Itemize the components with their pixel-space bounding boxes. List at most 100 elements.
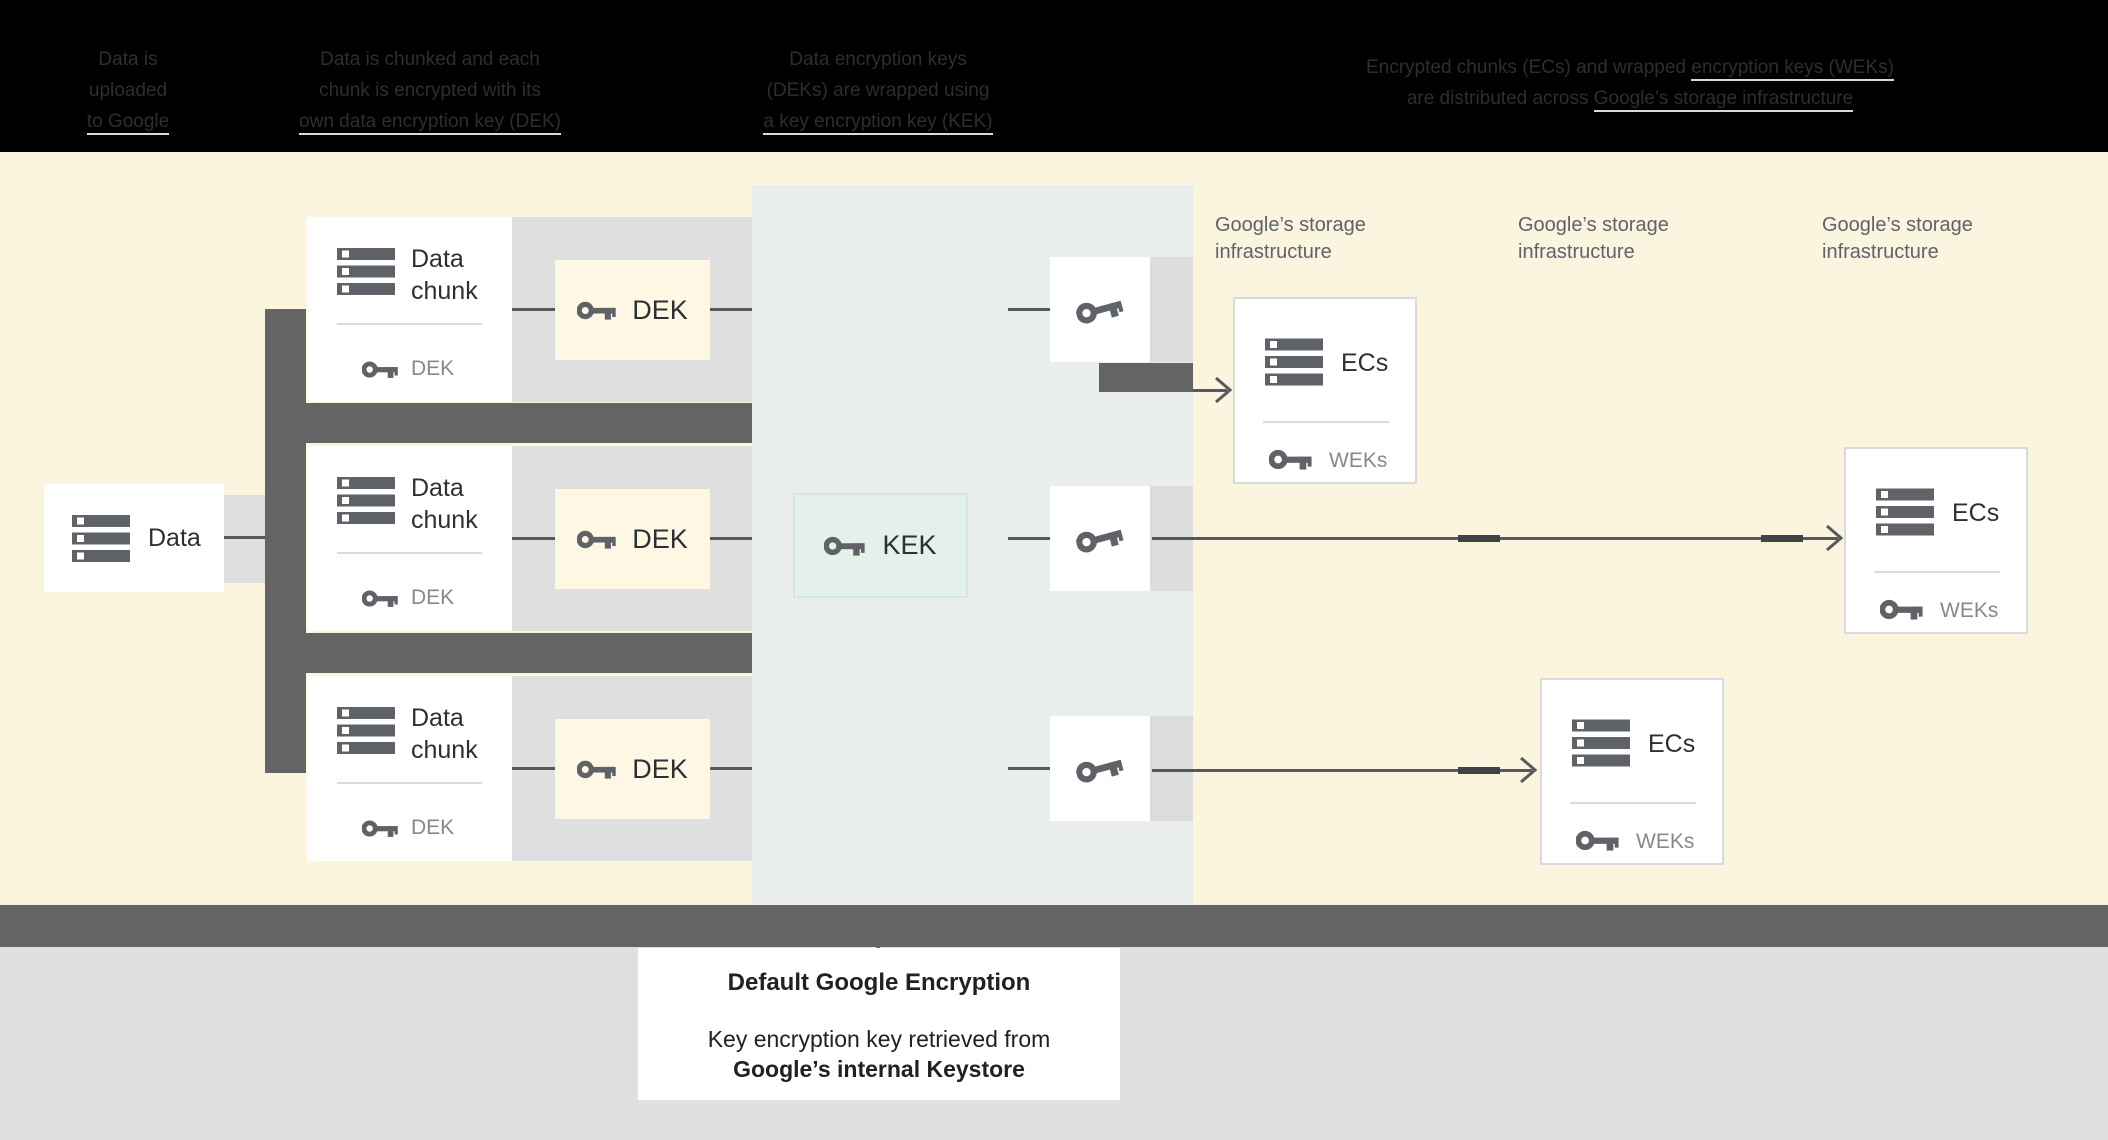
key-icon	[1576, 830, 1619, 851]
arrowhead-icon	[1826, 524, 1844, 552]
data-chunk-box: Data chunk DEK	[307, 676, 512, 861]
banner-step-1: Data is uploaded to Google	[18, 44, 238, 137]
weks-label: WEKs	[1636, 830, 1695, 853]
storage-label-line: infrastructure	[1215, 241, 1332, 263]
divider	[337, 552, 482, 554]
storage-label-line: infrastructure	[1822, 241, 1939, 263]
storage-label-line: Google’s storage	[1518, 214, 1669, 236]
key-icon	[1880, 599, 1923, 620]
arrow-dark-segment	[1458, 535, 1500, 542]
banner-step-2: Data is chunked and each chunk is encryp…	[270, 44, 590, 137]
ecs-icon	[1572, 719, 1630, 767]
arrow-line	[1193, 389, 1227, 392]
storage-infrastructure-label: Google’s storage infrastructure	[1822, 212, 2042, 266]
connector-line	[512, 308, 555, 311]
banner-line: to Google	[18, 106, 238, 137]
divider	[1874, 571, 2000, 573]
storage-label-line: Google’s storage	[1215, 214, 1366, 236]
row-gap-bar	[265, 403, 752, 443]
storage-infrastructure-label: Google’s storage infrastructure	[1518, 212, 1738, 266]
storage-label-line: Google’s storage	[1822, 214, 1973, 236]
key-icon	[577, 530, 616, 549]
data-chunk-box: Data chunk DEK	[307, 217, 512, 402]
key-icon	[577, 760, 616, 779]
divider	[1263, 421, 1389, 423]
connector-line	[224, 536, 265, 539]
wrapped-key-icon	[1076, 529, 1124, 553]
banner-line: a key encryption key (KEK)	[718, 106, 1038, 137]
dek-box: DEK	[555, 260, 710, 360]
arrow-dark-segment	[1458, 767, 1500, 774]
wrapped-key-box	[1050, 716, 1150, 821]
banner-line: Data is	[98, 49, 158, 70]
ecs-box: ECs WEKs	[1540, 678, 1724, 865]
caption-line: Key encryption key retrieved from	[707, 1026, 1051, 1052]
banner-line: Data is chunked and each	[320, 49, 540, 70]
connector-line	[710, 767, 752, 770]
key-box-band	[1150, 257, 1193, 362]
banner-line: own data encryption key (DEK)	[270, 106, 590, 137]
ecs-label: ECs	[1341, 349, 1389, 377]
arrow-dark-segment	[1761, 535, 1803, 542]
dek-small-label: DEK	[411, 357, 455, 380]
storage-label-line: infrastructure	[1518, 241, 1635, 263]
key-icon	[362, 361, 398, 378]
data-chunk-icon	[337, 707, 395, 754]
banner-line: chunk is encrypted with its	[319, 80, 541, 101]
banner-line: (DEKs) are wrapped using	[766, 80, 990, 101]
connector-line	[1008, 537, 1050, 540]
divider	[1570, 802, 1696, 804]
connector-line	[710, 308, 752, 311]
data-icon	[72, 514, 130, 562]
connector-line	[1008, 767, 1050, 770]
banner-step-3: Data encryption keys (DEKs) are wrapped …	[718, 44, 1038, 137]
dek-small-label: DEK	[411, 816, 455, 839]
banner-step-4: Encrypted chunks (ECs) and wrapped encry…	[1310, 52, 1950, 114]
banner-line: uploaded	[88, 80, 168, 101]
kek-label: KEK	[882, 530, 937, 560]
weks-label: WEKs	[1329, 449, 1388, 472]
divider	[337, 782, 482, 784]
connector-line	[512, 537, 555, 540]
top-caption-banner: Data is uploaded to Google Data is chunk…	[0, 0, 2108, 152]
arrowhead-icon	[1520, 756, 1538, 784]
wrapped-key-box	[1050, 257, 1150, 362]
data-box: Data	[44, 484, 224, 592]
data-chunk-icon	[337, 477, 395, 524]
banner-line: Data encryption keys	[789, 49, 967, 70]
dek-label: DEK	[632, 753, 688, 784]
weks-label: WEKs	[1940, 599, 1999, 622]
arrow-line	[1152, 769, 1532, 772]
kek-box: KEK	[793, 493, 968, 598]
key-icon	[362, 590, 398, 607]
data-label: Data	[148, 523, 201, 552]
wrapped-key-thick-connector	[1099, 363, 1193, 392]
arrowhead-icon	[1215, 376, 1233, 404]
caption-line-bold: Google’s internal Keystore	[733, 1056, 1025, 1082]
dek-label: DEK	[632, 294, 688, 325]
wrapped-key-box	[1050, 486, 1150, 591]
ecs-label: ECs	[1952, 499, 2000, 527]
diagram-field: Google’s storage infrastructure Google’s…	[0, 152, 2108, 905]
dek-box: DEK	[555, 489, 710, 589]
ecs-icon	[1265, 338, 1323, 386]
key-icon	[824, 536, 866, 556]
caption-title: Default Google Encryption	[727, 969, 1031, 996]
default-encryption-caption-box: Default Google Encryption Key encryption…	[638, 948, 1120, 1100]
banner-line: Encrypted chunks (ECs) and wrapped encry…	[1310, 52, 1950, 83]
wrapped-key-icon	[1076, 759, 1124, 783]
storage-infrastructure-label: Google’s storage infrastructure	[1215, 212, 1435, 266]
banner-line: are distributed across Google’s storage …	[1310, 83, 1950, 114]
connector-line	[1008, 308, 1050, 311]
dek-label: DEK	[632, 523, 688, 554]
connector-line	[710, 537, 752, 540]
ecs-box: ECs WEKs	[1844, 447, 2028, 634]
ecs-label: ECs	[1648, 730, 1696, 758]
bottom-divider-bar	[0, 905, 2108, 947]
wrapped-key-icon	[1076, 300, 1124, 324]
row-gap-bar	[265, 633, 752, 673]
data-connector-band	[224, 495, 265, 583]
key-box-band	[1150, 716, 1193, 821]
key-icon	[1269, 449, 1312, 470]
